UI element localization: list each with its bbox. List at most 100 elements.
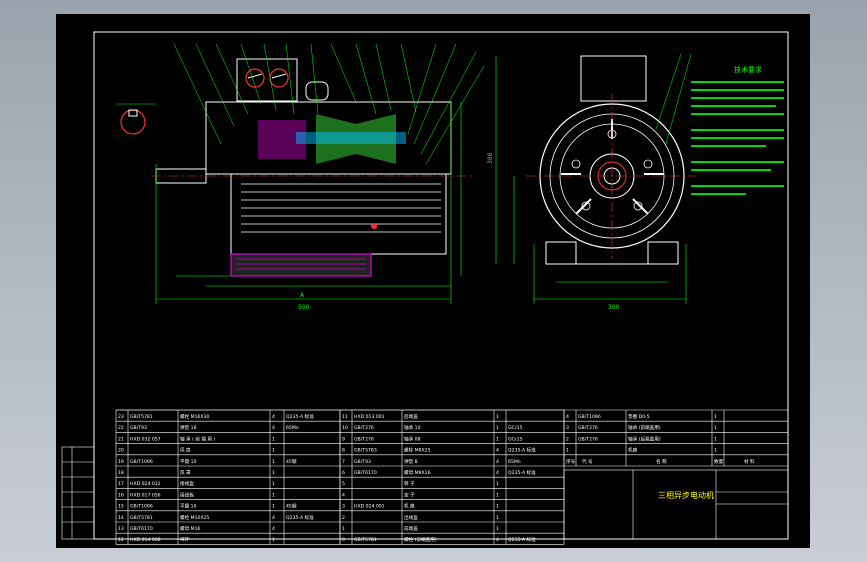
bom-mid-row-qty: 4 — [496, 459, 499, 465]
bom-mid-row-mat: GCr15 — [508, 425, 523, 431]
title-block — [563, 469, 789, 540]
bom-left-row-code: HXD 024 031 — [130, 481, 161, 487]
bom-left-row-code: GB/T1096 — [130, 459, 153, 465]
bom-left-row-code: GB/T5781 — [130, 414, 153, 420]
bom-mid-row-no: 0 — [342, 537, 345, 543]
bom-left-row-mat: Q235-A 标准 — [286, 413, 314, 420]
bom-mid-row-name: 螺栓 (前端盖用) — [404, 536, 437, 543]
dim-front-overall: 500 — [298, 304, 310, 311]
bom-left-row-name: 接线盒 — [180, 480, 194, 487]
bom-right-row-no: 2 — [566, 436, 569, 442]
dim-height: 388 — [487, 152, 494, 164]
bom-left-row-name: 弹垫 16 — [180, 424, 197, 431]
bom-mid-row-qty: 1 — [496, 504, 499, 510]
bom-left-row-no: 13 — [118, 526, 124, 532]
bom-mid-row-no: 9 — [342, 436, 345, 442]
bom-mid-row-no: 4 — [342, 492, 345, 498]
bom-left-row-code: GB/T6170 — [130, 526, 153, 532]
bom-mid-row-no: 5 — [342, 481, 345, 487]
bom-left-row-code: HXD 032 057 — [130, 436, 161, 442]
bom-mid-row-qty: 1 — [496, 414, 499, 420]
bom-left-row-mat: 45钢 — [286, 458, 297, 465]
bom-mid-row-no: 6 — [342, 470, 345, 476]
bom-header-code: 代 号 — [582, 458, 593, 465]
bom-left-row-no: 19 — [118, 459, 124, 465]
bom-mid-row-name: 螺栓 M8X25 — [404, 447, 431, 454]
bom-mid-row-no: 11 — [342, 414, 348, 420]
bom-left-row-name: 轴 承 ( 前 端 用 ) — [180, 435, 216, 442]
bom-mid-row-code: GB/T93 — [354, 459, 371, 465]
bom-left-row-no: 18 — [118, 470, 124, 476]
bom-mid-row-code: GB/T276 — [354, 436, 374, 442]
bom-left-row-no: 15 — [118, 504, 124, 510]
dim-overall-label: A — [300, 292, 305, 299]
bom-right-row-qty: 1 — [714, 425, 717, 431]
bom-left-row-name: 平键 10 — [180, 458, 197, 465]
bom-mid-row-mat: Q235-A 标准 — [508, 536, 536, 543]
bom-mid-row-code: GB/T5783 — [354, 448, 377, 454]
title-block-name: 三相异步电动机 — [658, 490, 714, 500]
bom-right-row-code: GB/T276 — [578, 436, 598, 442]
bom-right-row-name: 机座 — [628, 447, 638, 454]
bom-left-row-code: HXD 014 008 — [130, 537, 161, 543]
bom-left-row-name: 风 扇 — [180, 447, 191, 454]
bom-mid-row-name: 轴承 10 — [404, 424, 421, 431]
bom-mid-row-name: 机 座 — [404, 503, 415, 510]
bom-mid-row-no: 3 — [342, 504, 345, 510]
bom-left-row-qty: 1 — [272, 459, 275, 465]
bom-mid-row-code: GB/T5781 — [354, 537, 377, 543]
drawing-frame — [93, 31, 789, 540]
bom-mid-row-no: 10 — [342, 425, 348, 431]
side-end-view — [495, 53, 696, 304]
bom-mid-row-name: 出线盒 — [404, 514, 418, 521]
bom-mid-row-qty: 1 — [496, 526, 499, 532]
bom-mid-row-qty: 4 — [496, 537, 499, 543]
bom-left-row-qty: 1 — [272, 481, 275, 487]
technical-requirements: 技术要求 — [691, 65, 784, 195]
bom-right-row-no: 3 — [566, 425, 569, 431]
bom-left-row-qty: 1 — [272, 436, 275, 442]
bom-mid-row-name: 弹垫 8 — [404, 458, 418, 465]
bom-mid-row-mat: 65Mn — [508, 459, 521, 465]
bom-left-row-qty: 4 — [272, 526, 275, 532]
bom-left-row-qty: 4 — [272, 425, 275, 431]
bom-left-row-no: 20 — [118, 448, 124, 454]
bom-mid-row-name: 后端盖 — [404, 413, 418, 420]
dim-side-width: 300 — [608, 304, 620, 311]
bom-left-row-qty: 1 — [272, 448, 275, 454]
bom-mid-row-mat: Q235-A 标准 — [508, 469, 536, 476]
bom-mid-row-name: 转 子 — [404, 480, 415, 487]
bom-left-row-mat: Q235-A 标准 — [286, 514, 314, 521]
left-title-strip — [61, 446, 95, 540]
bom-mid-row-mat: GCr15 — [508, 436, 523, 442]
bom-left-row-name: 吊环 — [180, 537, 190, 543]
bom-mid-row-no: 7 — [342, 459, 345, 465]
bom-left-row-qty: 1 — [272, 504, 275, 510]
bom-left-row-no: 12 — [118, 537, 124, 543]
bom-mid-row-qty: 1 — [496, 436, 499, 442]
bom-right-row-name: 轴承 (前端盖用) — [628, 424, 661, 431]
bom-left-row-qty: 1 — [272, 492, 275, 498]
bom-right-row-qty: 1 — [714, 414, 717, 420]
bom-left-row-no: 17 — [118, 481, 124, 487]
bom-left-row-no: 16 — [118, 492, 124, 498]
bom-right-row-no: 4 — [566, 414, 569, 420]
bom-left-row-name: 螺栓 M10X25 — [180, 514, 210, 521]
bom-left-row-qty: 1 — [272, 537, 275, 543]
bom-left-row-qty: 4 — [272, 515, 275, 521]
bom-mid-row-qty: 1 — [496, 492, 499, 498]
bom-right-row-qty: 1 — [714, 448, 717, 454]
bom-mid-row-no: 1 — [342, 526, 345, 532]
bom-left-row-mat: 65Mn — [286, 425, 299, 431]
bom-mid-row-qty: 1 — [496, 515, 499, 521]
bom-mid-row-no: 2 — [342, 515, 345, 521]
bom-left-row-name: 接线板 — [180, 491, 194, 498]
bom-left-row-qty: 4 — [272, 414, 275, 420]
bom-left-row-code: GB/T93 — [130, 425, 147, 431]
bom-mid-row-qty: 1 — [496, 481, 499, 487]
bom-mid-row-name: 轴承 08 — [404, 435, 421, 442]
bom-right-row-qty: 1 — [714, 436, 717, 442]
bom-mid-row-qty: 4 — [496, 448, 499, 454]
